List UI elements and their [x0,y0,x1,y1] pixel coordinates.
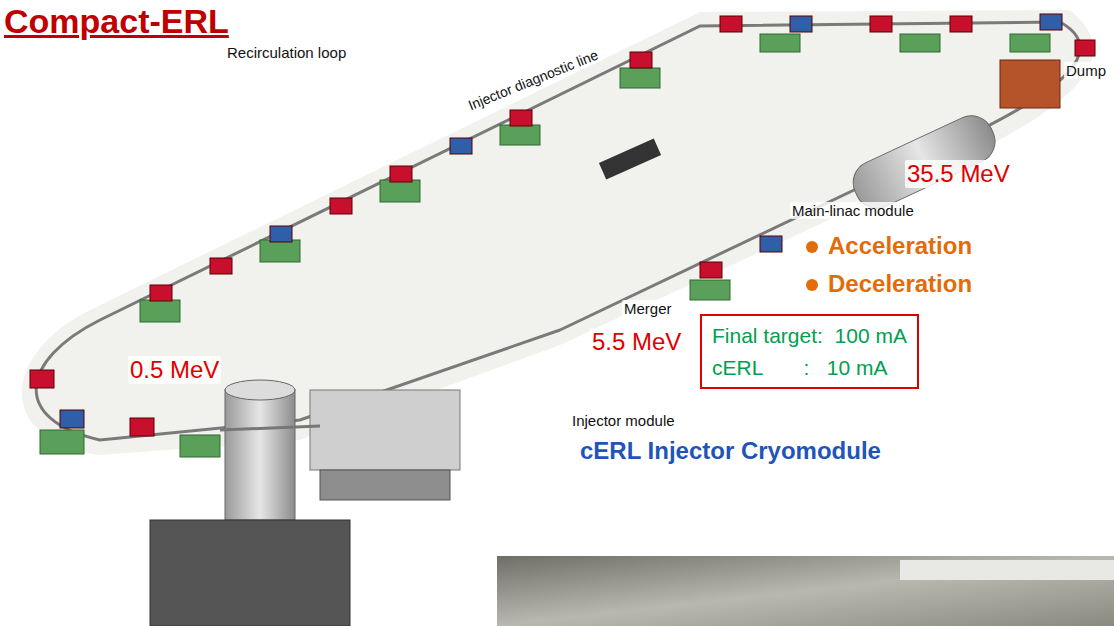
injector-module [310,390,460,470]
process-label: Deceleration [826,270,974,298]
area-label: Dump [1064,62,1108,79]
magnets [30,14,1095,436]
beam-dump [1000,60,1060,108]
area-label: Merger [622,300,674,317]
bullet-dot [806,241,818,253]
bullet-dot [806,279,818,291]
photo-pipe [900,560,1114,580]
energy-label: 0.5 MeV [128,356,221,384]
diagram-title: Compact-ERL [4,2,229,41]
gun-beam-pipe [220,426,320,430]
floor-shadow [22,10,1093,455]
area-label: Recirculation loop [225,44,348,61]
support-stands [40,34,1050,457]
area-label: Main-linac module [790,202,916,219]
energy-label: 35.5 MeV [905,160,1012,188]
gun-top [225,380,295,400]
cryomodule-photo [497,556,1114,626]
target-text: cERL : 10 mA [712,352,907,384]
gun-platform [150,520,350,626]
process-label: Acceleration [826,232,974,260]
target-box: Final target: 100 mAcERL : 10 mA [700,314,919,389]
area-label: Injector module [570,412,677,429]
energy-label: 5.5 MeV [590,328,683,356]
beam-line [36,22,1080,440]
gun-cylinder [225,390,295,520]
diagnostic-stand [599,139,661,180]
target-text: Final target: 100 mA [712,320,907,352]
section-heading: cERL Injector Cryomodule [578,437,883,465]
injector-base [320,470,450,500]
